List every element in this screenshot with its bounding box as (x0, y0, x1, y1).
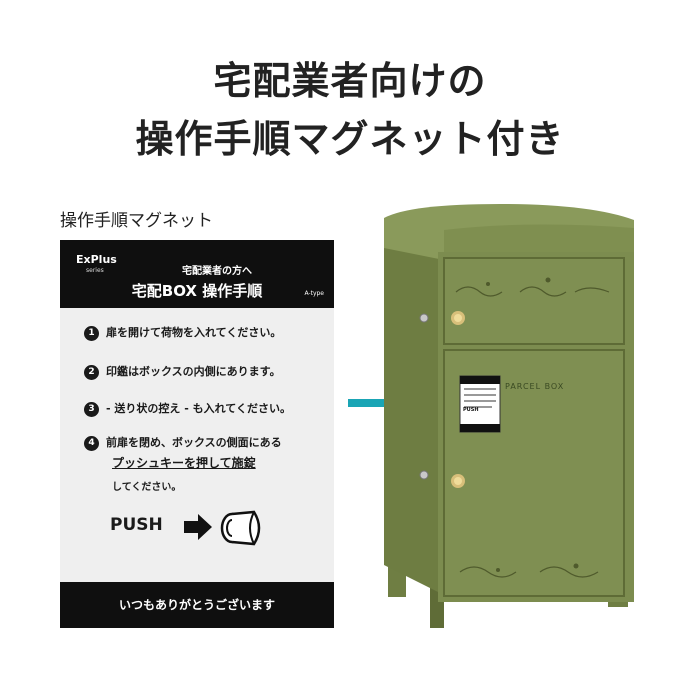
step-number: 1 (84, 325, 99, 341)
push-button-icon (184, 510, 261, 546)
step-text: 印鑑はボックスの内側にあります。 (106, 365, 281, 378)
parcel-box-label: PARCEL BOX (505, 382, 565, 391)
step-text: - 送り状の控え - も入れてください。 (106, 402, 291, 415)
step-3: 3 - 送り状の控え - も入れてください。 (84, 400, 291, 417)
parcel-box-illustration (384, 204, 634, 628)
step-text: 扉を開けて荷物を入れてください。 (106, 326, 282, 339)
step-1: 1 扉を開けて荷物を入れてください。 (84, 324, 281, 341)
magnet-caption: 操作手順マグネット (60, 211, 213, 231)
card-title: 宅配BOX 操作手順 (131, 282, 263, 300)
step-4-end: してください。 (112, 482, 182, 493)
step-number: 4 (84, 435, 99, 451)
card-header: ExPlus series 宅配業者の方へ 宅配BOX 操作手順 A-type (60, 240, 334, 308)
step-2: 2 印鑑はボックスの内側にあります。 (84, 363, 281, 380)
brand-logo: ExPlus (76, 253, 117, 266)
brand-series: series (86, 267, 104, 274)
headline-line-1: 宅配業者向けの (213, 59, 487, 103)
instruction-magnet-card: ExPlus series 宅配業者の方へ 宅配BOX 操作手順 A-type … (60, 240, 334, 628)
type-label: A-type (304, 290, 324, 297)
step-4-emphasis: プッシュキーを押して施錠 (112, 456, 256, 470)
card-footer: いつもありがとうございます (60, 582, 334, 628)
card-subtitle: 宅配業者の方へ (182, 266, 252, 277)
step-4: 4 前扉を閉め、ボックスの側面にある (84, 434, 282, 451)
headline: 宅配業者向けの 操作手順マグネット付き (0, 52, 700, 168)
step-number: 2 (84, 364, 99, 380)
headline-line-2: 操作手順マグネット付き (135, 117, 565, 161)
mini-label-push: PUSH (463, 407, 479, 413)
push-label: PUSH (110, 515, 163, 535)
step-number: 3 (84, 401, 99, 417)
step-text: 前扉を閉め、ボックスの側面にある (106, 436, 282, 449)
